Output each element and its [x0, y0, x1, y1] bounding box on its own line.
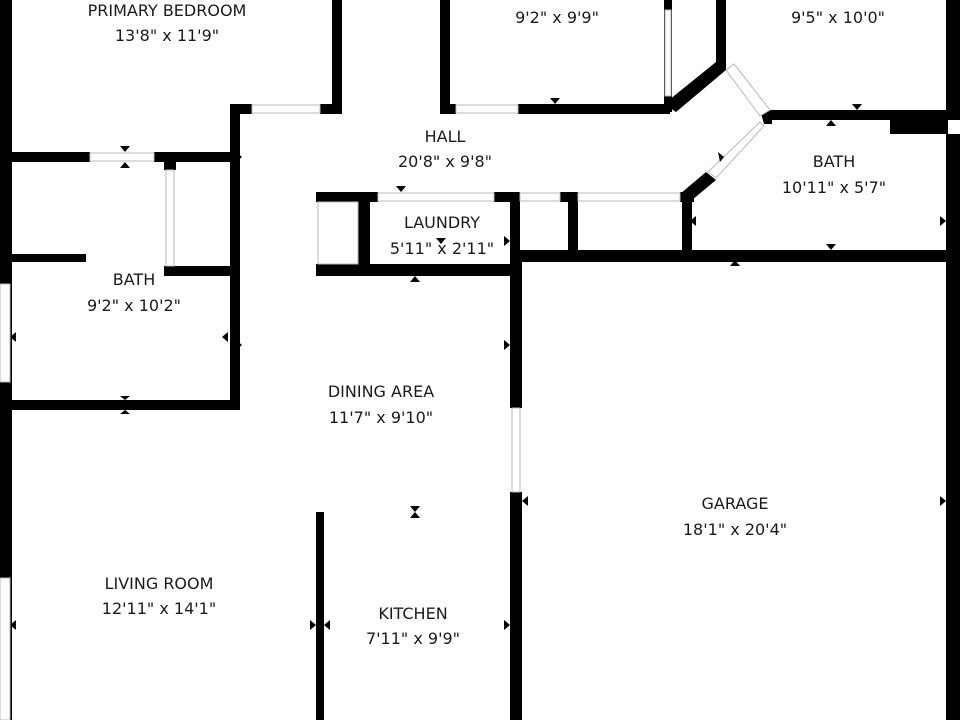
door-marker	[396, 186, 406, 192]
room-dim-hall: 20'8" x 9'8"	[398, 152, 492, 171]
door-marker	[10, 332, 16, 342]
window-utility-north-right	[577, 192, 681, 202]
wall-utility-divider	[568, 192, 578, 252]
door-marker	[504, 340, 510, 350]
door-marker	[940, 496, 946, 506]
room-dim-living-room: 12'11" x 14'1"	[102, 599, 216, 618]
window-utility-north-left	[519, 192, 561, 202]
window-west-bath-north	[89, 152, 155, 162]
room-label-dining-area: DINING AREA	[328, 382, 434, 401]
room-dim-bedroom-2: 9'2" x 9'9"	[515, 8, 599, 27]
wall-diagonal-hall	[664, 62, 726, 112]
wall-laundry-west-pillar	[358, 192, 370, 276]
wall-west-bath-east	[230, 104, 240, 408]
door-marker	[410, 276, 420, 282]
door-marker	[120, 162, 130, 168]
door-marker	[236, 340, 242, 350]
door-marker	[410, 512, 420, 518]
room-label-hall: HALL	[425, 127, 466, 146]
wall-laundry-north-mid	[494, 192, 520, 202]
room-dim-bedroom-3: 9'5" x 10'0"	[791, 8, 885, 27]
room-dim-primary-bedroom: 13'8" x 11'9"	[115, 26, 219, 45]
room-label-bath-west: BATH	[113, 270, 155, 289]
window-bedroom2-east	[664, 9, 672, 97]
wall-bedroom3-west	[716, 0, 726, 70]
wall-laundry-east	[510, 192, 520, 276]
wall-west-bath-north-left	[0, 152, 90, 162]
window-west-exterior-upper	[0, 283, 11, 383]
wall-laundry-north-left	[316, 192, 378, 202]
wall-primary-bedroom-south-right	[320, 104, 342, 114]
wall-utility-east	[682, 192, 692, 252]
door-marker	[522, 496, 528, 506]
door-marker	[504, 620, 510, 630]
wall-closet-block	[890, 110, 948, 134]
wall-garage-west-lower	[510, 492, 522, 720]
room-label-garage: GARAGE	[702, 494, 769, 513]
door-marker	[852, 104, 862, 110]
door-marker	[236, 152, 242, 162]
wall-west-bath-north-right	[154, 152, 238, 162]
wall-laundry-south	[316, 264, 522, 276]
door-marker	[730, 260, 740, 266]
window-primary-bedroom-south	[251, 104, 321, 114]
wall-garage-north	[510, 250, 960, 262]
wall-kitchen-west	[316, 512, 324, 720]
door-marker	[826, 120, 836, 126]
wall-west-bath-south	[0, 400, 240, 410]
window-bath-diagonal	[725, 63, 771, 117]
wall-bath-east-exterior	[946, 134, 960, 720]
room-label-laundry: LAUNDRY	[404, 213, 480, 232]
door-marker	[310, 620, 316, 630]
door-marker	[410, 506, 420, 512]
wall-bedroom2-south-left	[440, 104, 456, 114]
wall-bedroom2-south-right	[518, 104, 670, 114]
room-dim-garage: 18'1" x 20'4"	[683, 520, 787, 539]
window-laundry-north	[377, 192, 495, 202]
room-label-kitchen: KITCHEN	[378, 604, 447, 623]
wall-bedroom3-south	[770, 110, 960, 120]
door-marker	[222, 332, 228, 342]
wall-stub-west	[0, 254, 86, 262]
door-marker	[826, 244, 836, 250]
room-dim-bath-east: 10'11" x 5'7"	[782, 178, 886, 197]
room-label-bath-east: BATH	[813, 152, 855, 171]
door-marker	[120, 410, 130, 414]
room-label-living-room: LIVING ROOM	[105, 574, 214, 593]
window-laundry-west	[317, 201, 359, 265]
door-marker	[436, 238, 446, 244]
door-marker	[690, 216, 696, 226]
wall-primary-bedroom-east	[332, 0, 342, 112]
opening-garage-door	[511, 407, 521, 493]
wall-closet-south	[164, 266, 240, 276]
room-dim-bath-west: 9'2" x 10'2"	[87, 296, 181, 315]
room-dim-kitchen: 7'11" x 9'9"	[366, 629, 460, 648]
room-labels: PRIMARY BEDROOM 13'8" x 11'9" 9'2" x 9'9…	[87, 1, 886, 648]
wall-bedroom2-west	[440, 0, 450, 112]
door-marker	[120, 396, 130, 400]
door-marker	[120, 146, 130, 152]
openings	[0, 9, 771, 720]
window-bath-diagonal-lower	[707, 121, 765, 179]
wall-primary-bedroom-south-left	[230, 104, 252, 114]
window-bedroom2-south	[455, 104, 519, 114]
window-closet-west	[165, 169, 175, 267]
wall-garage-west-upper	[510, 250, 522, 408]
wall-closet-west-segment	[164, 152, 176, 170]
door-marker	[718, 152, 724, 162]
door-marker	[550, 98, 560, 104]
door-markers	[10, 98, 946, 630]
door-marker	[324, 620, 330, 630]
window-west-exterior-lower	[0, 577, 11, 720]
wall-bedroom3-east	[946, 0, 960, 112]
door-marker	[10, 620, 16, 630]
door-marker	[504, 236, 510, 246]
room-label-primary-bedroom: PRIMARY BEDROOM	[88, 1, 247, 20]
room-dim-laundry: 5'11" x 2'11"	[390, 239, 494, 258]
door-marker	[940, 216, 946, 226]
room-dim-dining-area: 11'7" x 9'10"	[329, 408, 433, 427]
